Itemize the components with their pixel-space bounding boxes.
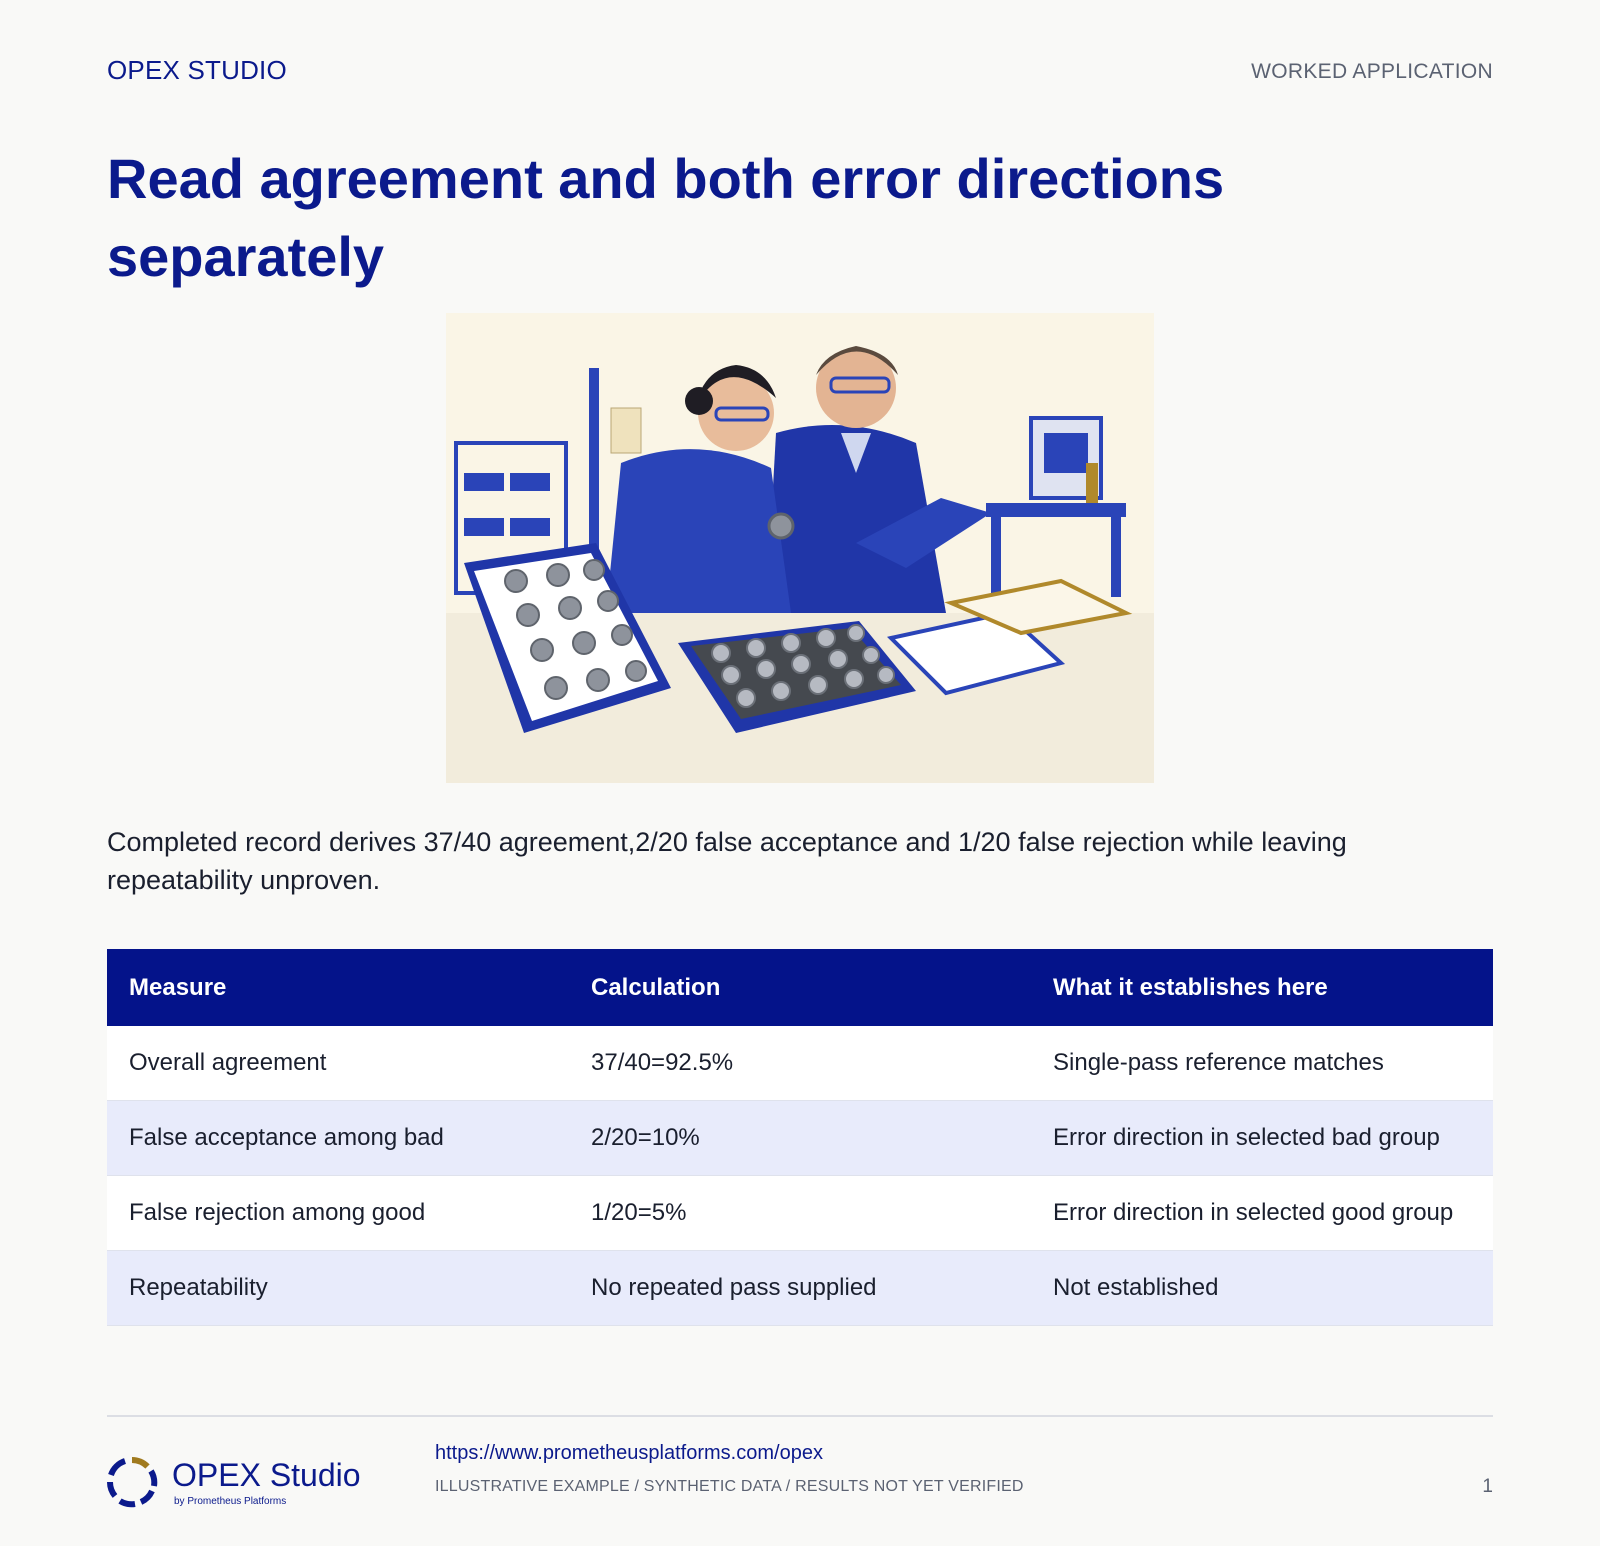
table-cell: No repeated pass supplied — [569, 1250, 1031, 1326]
results-table: Measure Calculation What it establishes … — [107, 949, 1493, 1326]
opex-logo-icon — [106, 1457, 158, 1508]
table-cell: Overall agreement — [107, 1026, 569, 1101]
summary-text: Completed record derives 37/40 agreement… — [107, 827, 1347, 895]
section-label: WORKED APPLICATION — [1251, 60, 1493, 83]
column-header-establishes: What it establishes here — [1031, 949, 1493, 1026]
table-cell: 37/40=92.5% — [569, 1026, 1031, 1101]
footer-byline: by Prometheus Platforms — [174, 1496, 287, 1507]
table-row: Overall agreement 37/40=92.5% Single-pas… — [107, 1026, 1493, 1101]
table-header-row: Measure Calculation What it establishes … — [107, 949, 1493, 1026]
table-row: False rejection among good 1/20=5% Error… — [107, 1175, 1493, 1251]
footer-url-link[interactable]: https://www.prometheusplatforms.com/opex — [435, 1442, 823, 1464]
footer-divider — [107, 1415, 1493, 1417]
table-cell: Repeatability — [107, 1250, 569, 1326]
table-cell: Error direction in selected bad group — [1031, 1100, 1493, 1176]
table-row: Repeatability No repeated pass supplied … — [107, 1250, 1493, 1326]
column-header-measure: Measure — [107, 949, 569, 1026]
table-cell: 1/20=5% — [569, 1175, 1031, 1251]
table-cell: Single-pass reference matches — [1031, 1026, 1493, 1101]
lab-inspection-illustration — [446, 313, 1154, 783]
footer-disclaimer: ILLUSTRATIVE EXAMPLE / SYNTHETIC DATA / … — [435, 1478, 1024, 1495]
table-cell: False acceptance among bad — [107, 1100, 569, 1176]
page-title: Read agreement and both error directions… — [107, 147, 1225, 288]
table-row: False acceptance among bad 2/20=10% Erro… — [107, 1100, 1493, 1176]
table-cell: Error direction in selected good group — [1031, 1175, 1493, 1251]
table-cell: False rejection among good — [107, 1175, 569, 1251]
footer-brand: OPEX Studio — [172, 1457, 361, 1493]
table-cell: 2/20=10% — [569, 1100, 1031, 1176]
brand-top: OPEX STUDIO — [107, 55, 287, 85]
page-number: 1 — [1482, 1476, 1493, 1497]
column-header-calculation: Calculation — [569, 949, 1031, 1026]
table-cell: Not established — [1031, 1250, 1493, 1326]
